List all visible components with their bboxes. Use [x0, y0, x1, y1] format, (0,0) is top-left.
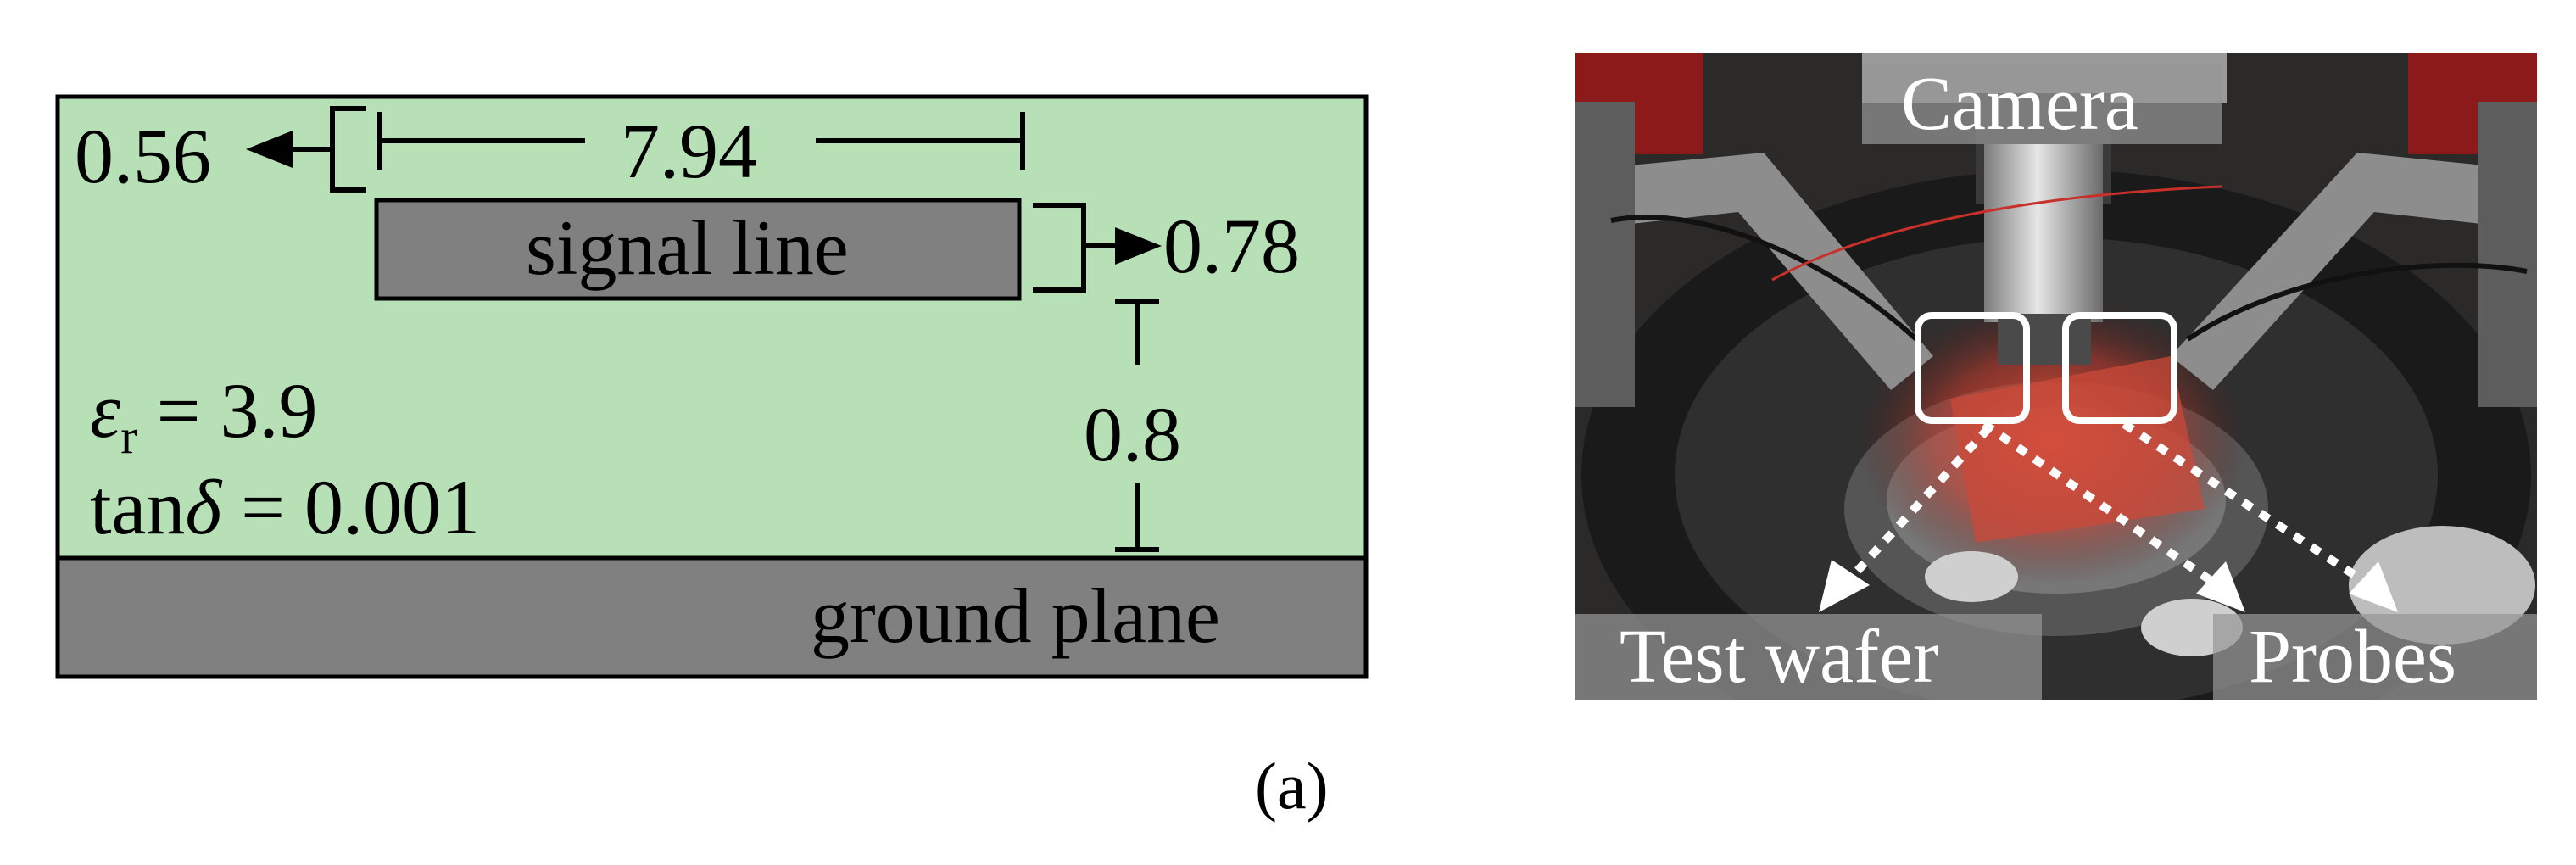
probes-pointer-arrowhead-right: [2349, 561, 2398, 612]
tan-prefix: tan: [90, 464, 186, 550]
dim-right-gap-label: 0.78: [1163, 203, 1300, 289]
camera-label: Camera: [1901, 62, 2138, 146]
signal-line-label: signal line: [526, 204, 849, 291]
probe-highlight-right: [2062, 312, 2177, 424]
height-dimension: [1115, 299, 1159, 552]
probes-pointer-arrowhead-left: [2196, 561, 2245, 612]
wafer-pointer-arrowhead: [1819, 560, 1870, 612]
substrate-block: [55, 94, 1369, 561]
wafer-label-box: [1575, 614, 2042, 700]
dim-width-label: 7.94: [621, 108, 757, 194]
permittivity-label: εr = 3.9: [90, 371, 317, 461]
probes-label-box: [2213, 614, 2537, 700]
dim-left-gap-label: 0.56: [75, 113, 211, 199]
camera-label-box: [1862, 64, 2222, 144]
probes-label: Probes: [2249, 615, 2456, 699]
gap-right-dimension: [1033, 203, 1119, 293]
probes-pointer-line-right: [2122, 420, 2372, 589]
loss-tangent-label: tanδ = 0.001: [90, 468, 480, 546]
width-dimension: [377, 112, 1025, 170]
figure-caption: (a): [1255, 749, 1329, 823]
test-wafer-label: Test wafer: [1620, 615, 1938, 699]
wafer-pointer-line: [1841, 425, 1992, 589]
tan-symbol: δ: [185, 464, 222, 550]
eps-subscript: r: [120, 409, 137, 465]
gap-left-arrowhead: [246, 131, 293, 168]
ground-plane: [55, 555, 1369, 679]
eps-value: = 3.9: [137, 367, 318, 454]
signal-line: [374, 198, 1022, 301]
probe-highlight-left: [1915, 312, 2030, 424]
tan-value: = 0.001: [221, 464, 481, 550]
ground-plane-label: ground plane: [811, 572, 1220, 659]
dim-height-label: 0.8: [1084, 391, 1181, 477]
eps-symbol: ε: [90, 367, 121, 454]
probes-pointer-line-left: [1982, 420, 2220, 589]
gap-right-arrowhead: [1115, 227, 1162, 265]
